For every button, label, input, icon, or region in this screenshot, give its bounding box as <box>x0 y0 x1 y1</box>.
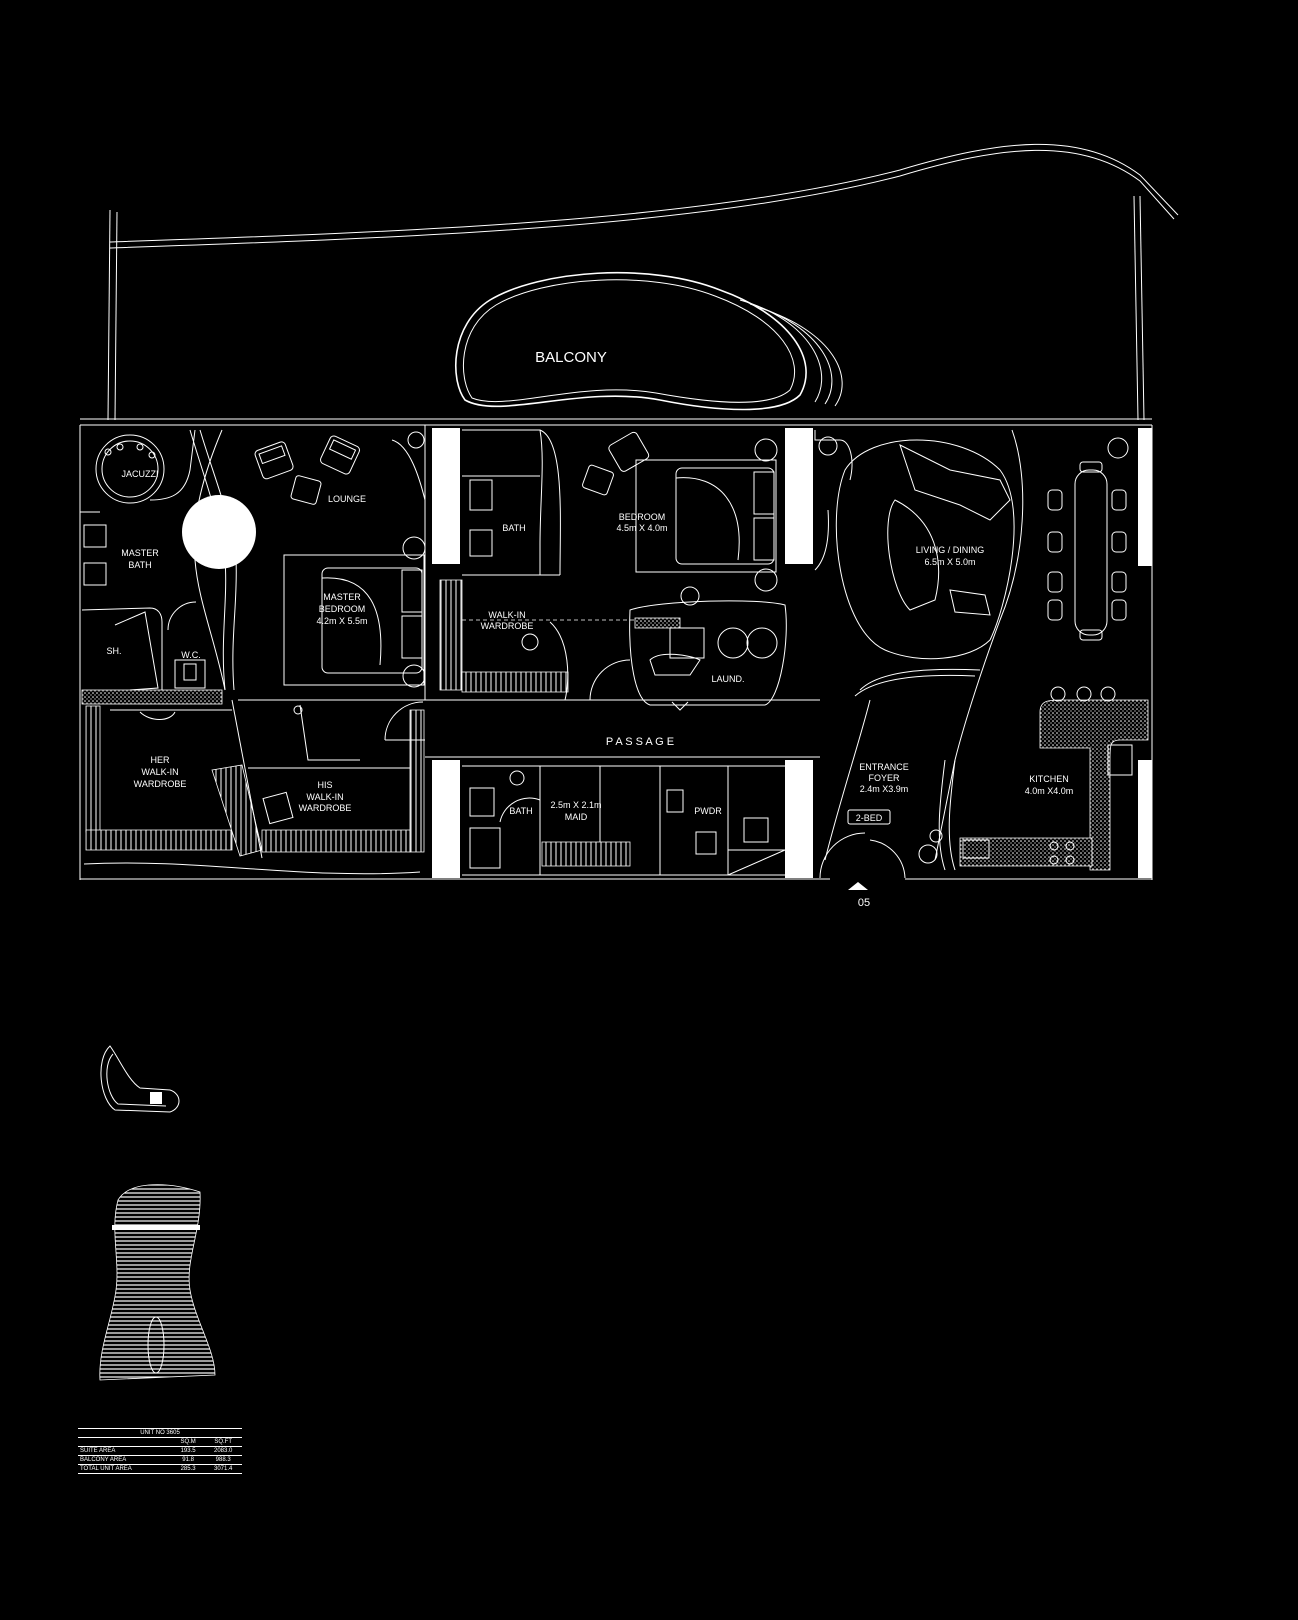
row-name: BALCONY AREA <box>78 1455 172 1465</box>
key-plan-tower <box>99 1184 216 1381</box>
balcony-label: BALCONY <box>535 349 607 366</box>
balcony-outline <box>107 143 1179 421</box>
master-bath-label-1: MASTER <box>121 548 159 558</box>
area-table-col-sqm: SQ.M <box>171 1437 205 1447</box>
area-table-header: SQ.M SQ.FT <box>78 1437 242 1447</box>
passage-label: P A S S A G E <box>606 736 674 748</box>
area-table-caption-row: UNIT NO 3605 <box>78 1428 242 1438</box>
key-plan-small <box>100 1045 180 1113</box>
table-row: TOTAL UNIT AREA 285.3 3071.4 <box>78 1464 242 1474</box>
row-sqft: 3071.4 <box>204 1464 242 1474</box>
living-dining <box>814 429 1129 864</box>
foyer-size: 2.4m X3.9m <box>860 784 909 794</box>
living-dining-label: LIVING / DINING <box>916 545 985 555</box>
row-sqm: 285.3 <box>171 1464 205 1474</box>
walk-in-label-1: WALK-IN <box>488 610 525 620</box>
entry-number: 05 <box>858 897 870 909</box>
outer-walls <box>79 418 1153 880</box>
her-label-3: WARDROBE <box>134 779 187 789</box>
powder-label: PWDR <box>694 806 722 816</box>
balcony-pool <box>455 271 843 411</box>
lounge-label: LOUNGE <box>328 494 366 504</box>
living-dining-size: 6.5m X 5.0m <box>924 557 975 567</box>
area-table-col-sqft: SQ.FT <box>204 1437 242 1447</box>
passage <box>425 699 820 758</box>
round-column <box>182 495 256 569</box>
wc-label: W.C. <box>181 650 201 660</box>
his-label-3: WARDROBE <box>299 803 352 813</box>
row-sqft: 2083.0 <box>204 1446 242 1456</box>
kitchen-size: 4.0m X4.0m <box>1025 786 1074 796</box>
bedroom-two-suite <box>439 429 787 706</box>
her-label-2: WALK-IN <box>141 767 178 777</box>
his-label-2: WALK-IN <box>306 792 343 802</box>
entrance-foyer <box>819 759 956 890</box>
table-row: BALCONY AREA 91.8 988.3 <box>78 1455 242 1465</box>
bedroom-label: BEDROOM <box>619 512 666 522</box>
kitchen-label: KITCHEN <box>1029 774 1069 784</box>
row-name: TOTAL UNIT AREA <box>78 1464 172 1474</box>
bedroom-size: 4.5m X 4.0m <box>616 523 667 533</box>
kitchen <box>959 686 1149 871</box>
walk-in-label-2: WARDROBE <box>481 621 534 631</box>
master-bedroom-label-1: MASTER <box>323 592 361 602</box>
structural-columns <box>432 428 1152 878</box>
foyer-label-1: ENTRANCE <box>859 762 909 772</box>
master-bedroom-size: 4.2m X 5.5m <box>316 616 367 626</box>
area-table-caption: UNIT NO 3605 <box>78 1428 242 1438</box>
wardrobes <box>85 699 425 859</box>
master-suite <box>80 425 426 705</box>
maid-label: MAID <box>565 812 588 822</box>
her-label-1: HER <box>150 755 170 765</box>
row-name: SUITE AREA <box>78 1446 172 1456</box>
bath-top-label: BATH <box>502 523 525 533</box>
table-row: SUITE AREA 193.5 2083.0 <box>78 1446 242 1456</box>
foyer-label-2: FOYER <box>868 773 900 783</box>
master-bath-label-2: BATH <box>128 560 151 570</box>
laundry-label: LAUND. <box>711 674 744 684</box>
unit-type-badge: 2-BED <box>856 813 883 823</box>
area-table-col-name <box>78 1437 172 1447</box>
maid-size: 2.5m X 2.1m <box>550 800 601 810</box>
row-sqm: 193.5 <box>171 1446 205 1456</box>
area-table: UNIT NO 3605 SQ.M SQ.FT SUITE AREA 193.5… <box>78 1428 242 1474</box>
service-rooms <box>462 765 786 876</box>
bath-bottom-label: BATH <box>509 806 532 816</box>
row-sqft: 988.3 <box>204 1455 242 1465</box>
shower-label: SH. <box>106 646 121 656</box>
his-label-1: HIS <box>317 780 332 790</box>
master-bedroom-label-2: BEDROOM <box>319 604 366 614</box>
jacuzzi-label: JACUZZI <box>122 469 159 479</box>
row-sqm: 91.8 <box>171 1455 205 1465</box>
